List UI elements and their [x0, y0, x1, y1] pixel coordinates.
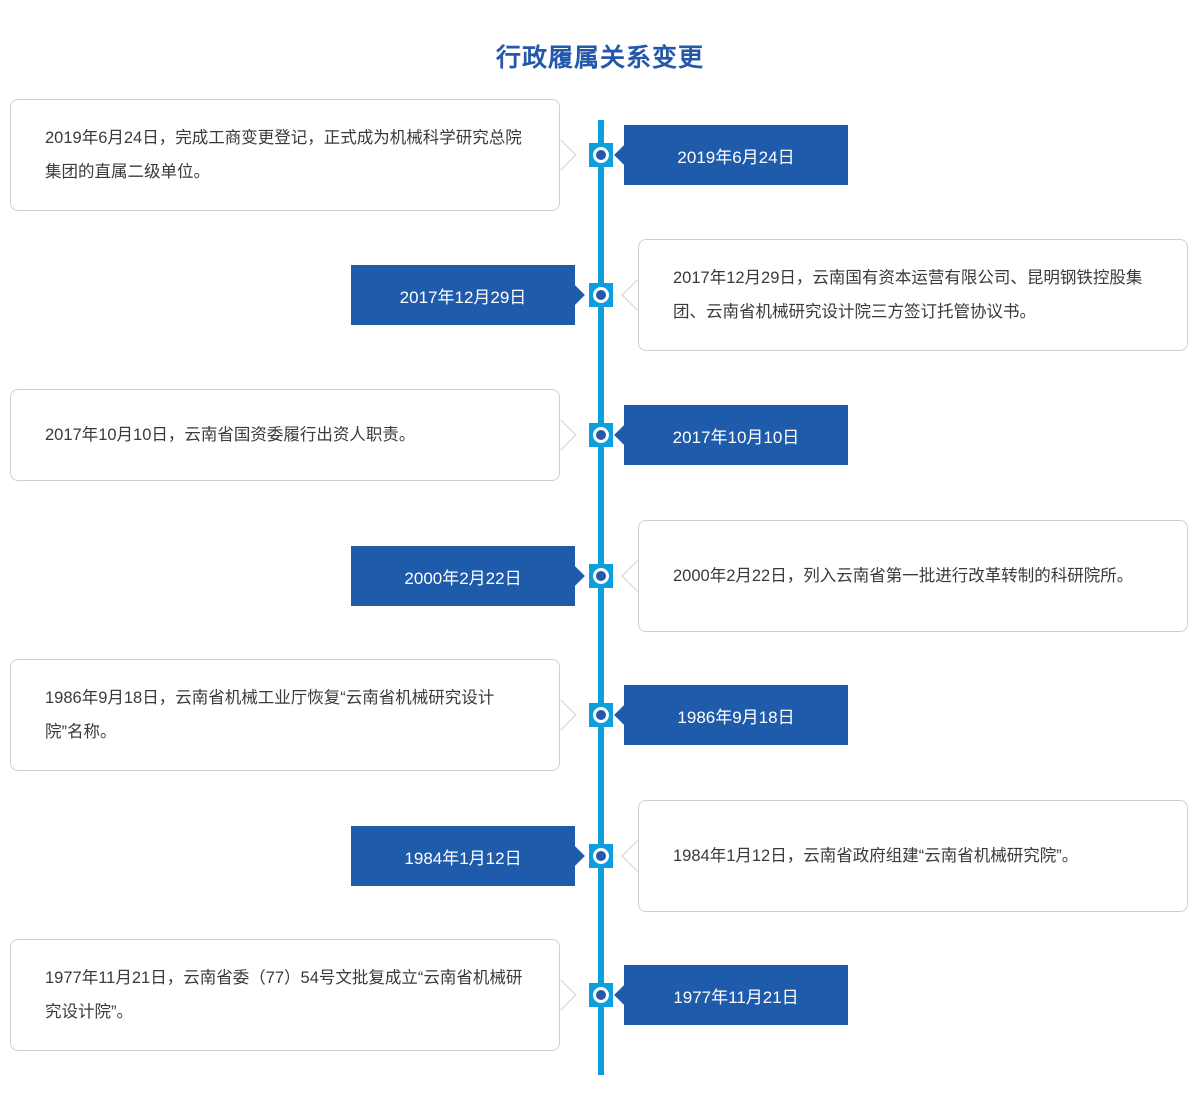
event-card-text: 1984年1月12日，云南省政府组建“云南省机械研究院”。 [673, 847, 1079, 865]
timeline-marker-icon [589, 564, 613, 588]
event-date-label: 2019年6月24日 [677, 147, 795, 167]
event-card-text: 2000年2月22日，列入云南省第一批进行改革转制的科研院所。 [673, 567, 1134, 585]
badge-pointer-icon [565, 566, 585, 586]
badge-pointer-icon [614, 985, 634, 1005]
event-card-text: 2017年10月10日，云南省国资委履行出资人职责。 [45, 426, 416, 444]
card-chevron-icon [545, 699, 577, 731]
event-date-label: 1977年11月21日 [673, 987, 799, 1007]
event-date-badge[interactable]: 2019年6月24日 [614, 125, 848, 185]
card-chevron-icon [545, 139, 577, 171]
marker-dot [596, 851, 606, 861]
event-date-badge[interactable]: 2017年12月29日 [351, 265, 585, 325]
event-date-badge[interactable]: 2017年10月10日 [614, 405, 848, 465]
event-card-text: 1977年11月21日，云南省委（77）54号文批复成立“云南省机械研究设计院”… [45, 969, 523, 1021]
event-date-label: 1986年9月18日 [677, 707, 795, 727]
card-chevron-icon [621, 560, 653, 592]
marker-dot [596, 571, 606, 581]
marker-dot [596, 990, 606, 1000]
marker-dot [596, 710, 606, 720]
event-date-label: 2017年12月29日 [399, 287, 527, 307]
event-card-text: 1986年9月18日，云南省机械工业厅恢复“云南省机械研究设计院”名称。 [45, 689, 495, 741]
card-chevron-icon [545, 419, 577, 451]
event-card: 2017年12月29日，云南国有资本运营有限公司、昆明钢铁控股集团、云南省机械研… [621, 239, 1188, 351]
event-card: 2017年10月10日，云南省国资委履行出资人职责。 [10, 389, 577, 481]
timeline-marker-icon [589, 983, 613, 1007]
event-date-badge[interactable]: 1977年11月21日 [614, 965, 848, 1025]
timeline-marker-icon [589, 844, 613, 868]
event-date-label: 1984年1月12日 [404, 848, 522, 868]
timeline-spine [598, 120, 604, 1075]
event-card: 1984年1月12日，云南省政府组建“云南省机械研究院”。 [621, 800, 1188, 912]
badge-pointer-icon [614, 425, 634, 445]
marker-dot [596, 430, 606, 440]
card-chevron-icon [621, 840, 653, 872]
event-date-label: 2000年2月22日 [404, 568, 522, 588]
timeline-marker-icon [589, 703, 613, 727]
timeline-marker-icon [589, 283, 613, 307]
card-chevron-icon [621, 279, 653, 311]
event-card: 1986年9月18日，云南省机械工业厅恢复“云南省机械研究设计院”名称。 [10, 659, 577, 771]
badge-pointer-icon [614, 705, 634, 725]
event-card-text: 2017年12月29日，云南国有资本运营有限公司、昆明钢铁控股集团、云南省机械研… [673, 269, 1143, 321]
event-card: 1977年11月21日，云南省委（77）54号文批复成立“云南省机械研究设计院”… [10, 939, 577, 1051]
marker-dot [596, 290, 606, 300]
event-card: 2019年6月24日，完成工商变更登记，正式成为机械科学研究总院集团的直属二级单… [10, 99, 577, 211]
timeline-marker-icon [589, 423, 613, 447]
event-date-badge[interactable]: 1986年9月18日 [614, 685, 848, 745]
card-chevron-icon [545, 979, 577, 1011]
badge-pointer-icon [614, 145, 634, 165]
event-card-text: 2019年6月24日，完成工商变更登记，正式成为机械科学研究总院集团的直属二级单… [45, 129, 522, 181]
event-date-label: 2017年10月10日 [672, 427, 800, 447]
page-title: 行政履属关系变更 [495, 44, 704, 72]
event-date-badge[interactable]: 1984年1月12日 [351, 826, 585, 886]
timeline-marker-icon [589, 143, 613, 167]
event-date-badge[interactable]: 2000年2月22日 [351, 546, 585, 606]
event-card: 2000年2月22日，列入云南省第一批进行改革转制的科研院所。 [621, 520, 1188, 632]
badge-pointer-icon [565, 285, 585, 305]
marker-dot [596, 150, 606, 160]
badge-pointer-icon [565, 846, 585, 866]
